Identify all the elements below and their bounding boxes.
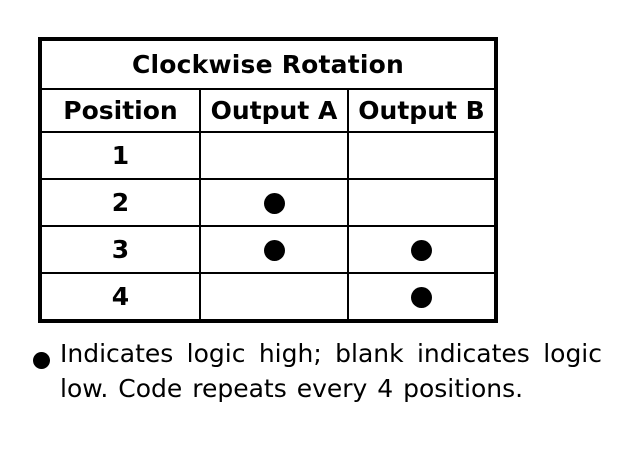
column-header-output-a: Output A [199, 88, 349, 133]
cell-position: 2 [39, 178, 201, 227]
column-header-position: Position [39, 88, 201, 133]
cell-output-a [199, 178, 349, 227]
column-header-output-b: Output B [347, 88, 497, 133]
logic-high-dot-icon [263, 193, 285, 215]
cell-position: 4 [39, 272, 201, 322]
logic-high-dot-icon [411, 240, 432, 262]
cell-position: 3 [39, 225, 201, 274]
cell-output-b [347, 178, 497, 227]
table-row: 2 [39, 178, 497, 227]
cell-position: 1 [39, 131, 201, 180]
cell-output-a [199, 225, 349, 274]
filled-circle-icon [32, 352, 50, 369]
table-row: 3 [39, 225, 497, 274]
cell-output-b [347, 225, 497, 274]
table-row: 1 [39, 131, 497, 180]
footnote: Indicates logic high; blank indicates lo… [22, 337, 602, 406]
footnote-text: Indicates logic high; blank indicates lo… [60, 339, 602, 403]
table-caption: Clockwise Rotation [39, 38, 497, 90]
footnote-bullet [22, 337, 60, 369]
table-caption-row: Clockwise Rotation [39, 38, 497, 90]
table-header-row: Position Output A Output B [39, 88, 497, 133]
cell-output-b [347, 272, 497, 322]
rotation-table-container: Clockwise Rotation Position Output A Out… [38, 37, 498, 323]
cell-output-b [347, 131, 497, 180]
cell-output-a [199, 272, 349, 322]
cell-output-a [199, 131, 349, 180]
logic-high-dot-icon [411, 287, 432, 309]
table-row: 4 [39, 272, 497, 322]
logic-high-dot-icon [263, 240, 285, 262]
clockwise-rotation-table: Clockwise Rotation Position Output A Out… [38, 37, 498, 323]
